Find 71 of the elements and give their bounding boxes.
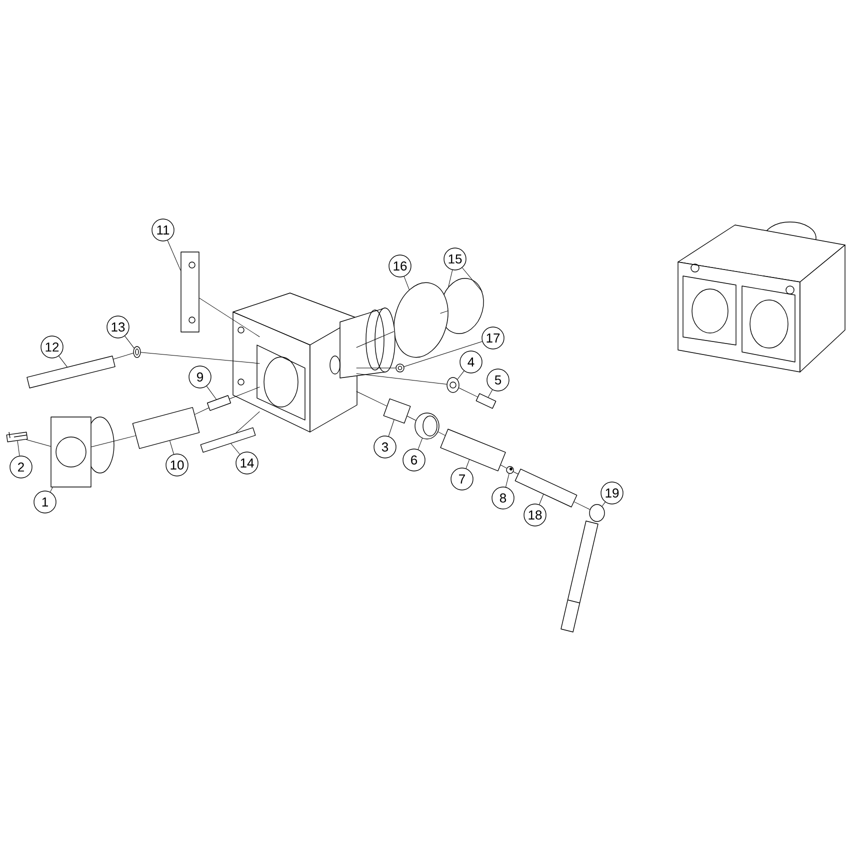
- leader-line: [17, 440, 20, 456]
- center-line: [113, 352, 134, 360]
- leader-line: [539, 494, 544, 505]
- plug-drawing: [132, 407, 200, 449]
- center-line: [438, 432, 446, 436]
- callout-number: 11: [152, 218, 174, 242]
- housing-drawing: [232, 292, 396, 432]
- leader-line: [448, 270, 453, 287]
- center-line: [458, 388, 478, 398]
- callout-number: 15: [444, 248, 466, 270]
- callout-number: 2: [10, 456, 32, 478]
- callout-number: 13: [106, 316, 130, 338]
- leader-line: [167, 240, 181, 271]
- callout-number: 3: [374, 436, 396, 458]
- leader-line: [230, 443, 240, 454]
- callout-number: 16: [388, 254, 412, 278]
- callout-number: 19: [600, 482, 624, 504]
- washer-drawing: [133, 346, 141, 358]
- bushing-drawing: [383, 398, 411, 424]
- leader-line: [602, 502, 606, 506]
- callout-number: 5: [486, 368, 510, 392]
- leader-line: [206, 386, 217, 400]
- spring-drawing: [206, 395, 232, 411]
- leader-line: [457, 370, 464, 380]
- ball-drawing: [506, 466, 514, 474]
- flange-drawing: [50, 416, 114, 488]
- center-line: [440, 310, 449, 314]
- bushing-drawing: [414, 412, 440, 440]
- washer-drawing: [446, 377, 460, 393]
- callout-number: 6: [402, 448, 426, 472]
- leader-line: [418, 438, 423, 450]
- leader-line: [466, 459, 470, 469]
- callout-number: 12: [40, 336, 64, 358]
- callout-number: 17: [482, 326, 504, 350]
- callout-number: 18: [524, 504, 546, 526]
- leader-line: [50, 487, 53, 492]
- callout-number: 4: [460, 350, 482, 374]
- leader-line: [388, 420, 394, 436]
- center-line: [356, 331, 394, 348]
- callout-number: 14: [236, 452, 258, 474]
- leader-line: [488, 390, 493, 398]
- leader-line: [170, 440, 174, 454]
- center-line: [356, 373, 447, 385]
- center-line: [229, 386, 260, 400]
- center-line: [574, 502, 590, 510]
- center-line: [406, 416, 416, 421]
- center-line: [500, 464, 507, 468]
- center-line: [356, 391, 387, 406]
- center-line: [199, 298, 260, 338]
- screw-drawing: [6, 432, 28, 442]
- callout-number: 9: [188, 366, 212, 388]
- leader-line: [462, 268, 482, 292]
- leader-line: [58, 356, 68, 368]
- screw-drawing: [476, 393, 496, 409]
- callout-number: 8: [492, 486, 514, 510]
- leader-line: [124, 336, 134, 348]
- center-line: [194, 408, 209, 415]
- leader-line: [404, 341, 482, 367]
- callout-number: 10: [166, 454, 188, 476]
- seal-drawing: [396, 364, 404, 372]
- center-line: [91, 435, 136, 448]
- callout-number: 7: [450, 468, 474, 490]
- bar-drawing: [180, 252, 200, 332]
- lever-drawing: [560, 504, 605, 632]
- callout-number: 1: [34, 490, 56, 514]
- center-line: [236, 411, 260, 434]
- center-line: [26, 439, 51, 447]
- leader-line: [404, 276, 410, 290]
- center-line: [140, 352, 260, 364]
- leader-line: [506, 474, 510, 488]
- center-line: [513, 471, 518, 474]
